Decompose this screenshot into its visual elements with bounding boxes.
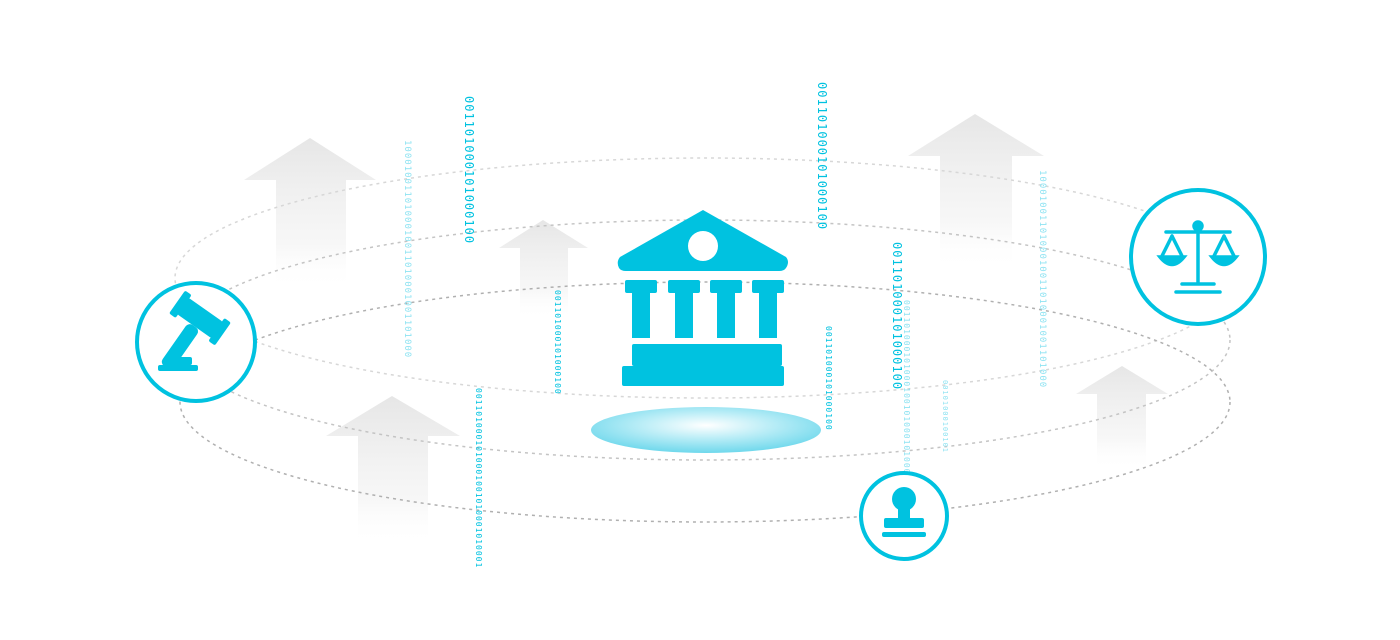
building-base-glow <box>591 407 821 453</box>
binary-stream: 1000100110100010011010001001101000 <box>402 140 412 358</box>
bank-building-icon <box>617 210 788 386</box>
binary-stream: 0011010001010001001010001010001 <box>902 300 911 480</box>
binary-stream: 001101000101000100 <box>553 290 562 395</box>
stamp-badge <box>859 471 949 561</box>
official-stamp-icon <box>882 487 926 537</box>
central-building <box>591 210 821 453</box>
binary-stream: 1000100110100010011010001001101000 <box>1037 170 1047 388</box>
binary-stream: 0011010001010001001010001010001 <box>474 388 483 568</box>
binary-stream: 001101000101000100 <box>462 96 476 244</box>
binary-stream: 00101000100101 <box>941 380 949 453</box>
gavel-badge <box>135 281 257 403</box>
binary-stream: 001101000101000100 <box>815 82 829 230</box>
up-arrow-icon <box>326 396 460 545</box>
binary-streams: 001101000101000100 001101000101000100 00… <box>402 82 1047 568</box>
binary-stream: 001101000101000100 <box>890 242 904 390</box>
up-arrow-icon <box>499 220 588 320</box>
up-arrow-icon <box>908 114 1044 270</box>
up-arrow-icon <box>244 138 376 290</box>
scales-badge <box>1129 188 1267 326</box>
background-arrows <box>244 114 1168 545</box>
orbit-ring-lower <box>179 281 1231 523</box>
up-arrow-icon <box>1076 366 1168 470</box>
justice-scales-icon <box>1156 220 1240 294</box>
binary-stream: 001101000101000100 <box>824 326 833 431</box>
judge-gavel-icon <box>158 291 231 371</box>
